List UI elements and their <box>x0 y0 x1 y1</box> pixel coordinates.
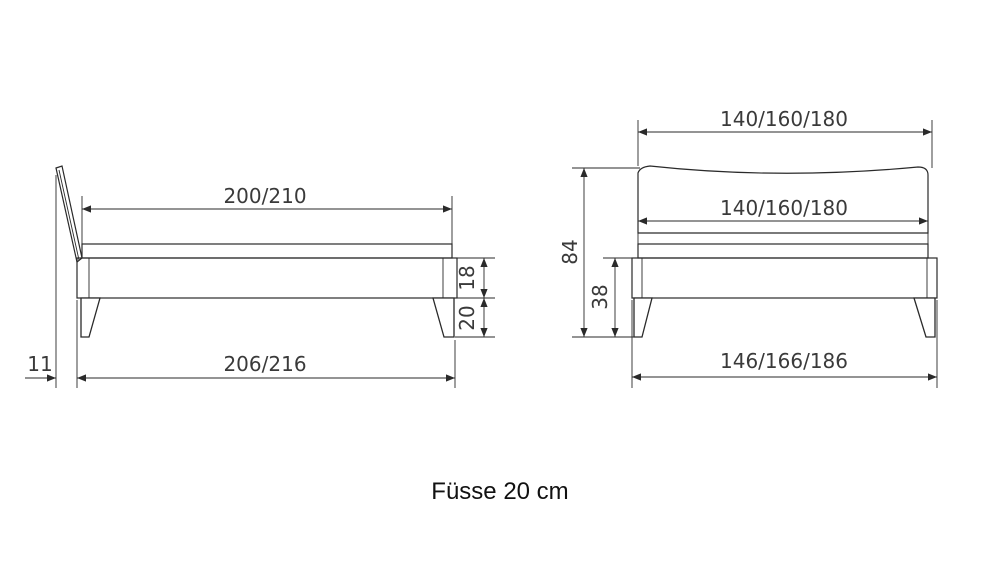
front-view: 140/160/180 140/160/180 146/166/186 84 3… <box>558 107 938 388</box>
side-mattress <box>81 243 453 259</box>
caption-legs: Füsse 20 cm <box>431 478 569 505</box>
dim-front-frame-top-height: 38 <box>588 284 612 309</box>
dim-front-total-height: 84 <box>558 239 582 264</box>
front-leg-left <box>633 297 653 338</box>
dim-side-length-inner: 200/210 <box>223 184 306 208</box>
dim-side-leg-height: 20 <box>455 305 479 330</box>
dim-side-headboard-thickness: 11 <box>27 352 52 376</box>
front-mattress <box>637 243 929 259</box>
dim-side-frame-height: 18 <box>455 265 479 290</box>
side-leg-foot <box>432 297 455 338</box>
front-headboard <box>637 165 929 234</box>
front-leg-right <box>913 297 936 338</box>
dim-front-mattress-width: 140/160/180 <box>720 196 848 220</box>
dim-front-total-width: 146/166/186 <box>720 349 848 373</box>
side-frame <box>76 257 458 299</box>
side-leg-head <box>80 297 101 338</box>
dim-front-headboard-width: 140/160/180 <box>720 107 848 131</box>
dim-side-length-total: 206/216 <box>223 352 306 376</box>
front-frame <box>631 257 938 299</box>
side-view: 200/210 206/216 11 18 20 <box>25 165 495 388</box>
